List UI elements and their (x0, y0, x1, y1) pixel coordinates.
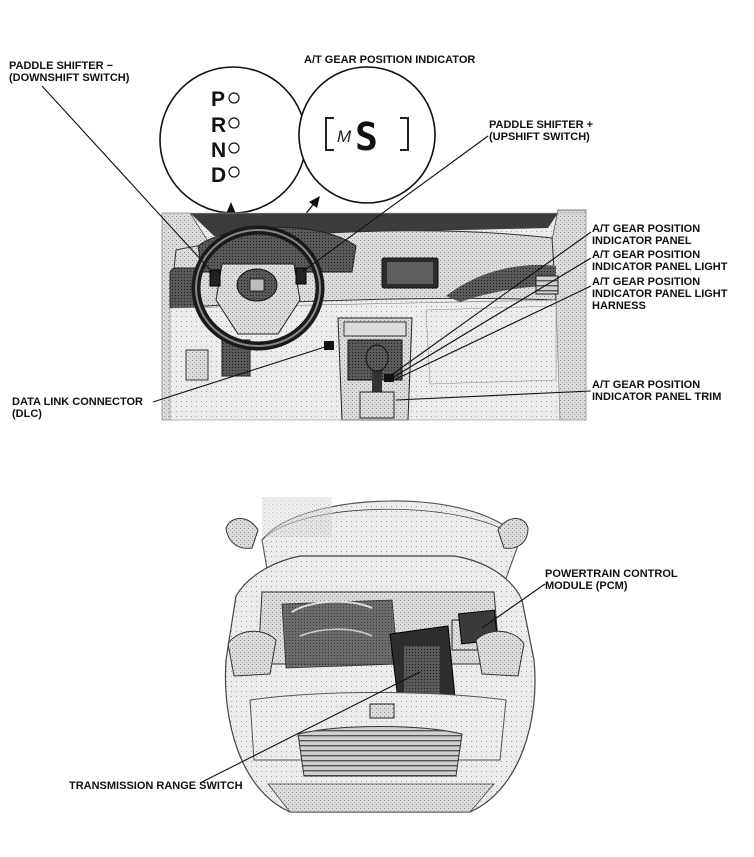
leader-dlc (152, 345, 329, 403)
label-paddle-shifter-plus: PADDLE SHIFTER + (UPSHIFT SWITCH) (489, 119, 594, 143)
leader-panel-harness (393, 285, 592, 381)
leader-trs (199, 671, 421, 784)
paddle-plus-part (295, 267, 307, 285)
label-indicator-panel-trim: A/T GEAR POSITION INDICATOR PANEL TRIM (592, 379, 722, 403)
indicator-lamp-R (228, 117, 240, 129)
display-mode-M: M (337, 127, 352, 146)
label-pcm: POWERTRAIN CONTROL MODULE (PCM) (545, 568, 678, 592)
dlc-part (324, 341, 334, 350)
label-transmission-range-switch: TRANSMISSION RANGE SWITCH (69, 780, 243, 792)
label-data-link-connector: DATA LINK CONNECTOR (DLC) (12, 396, 143, 420)
indicator-lamp-N (228, 142, 240, 154)
leader-indicator-panel (389, 231, 592, 377)
label-paddle-shifter-minus: PADDLE SHIFTER − (DOWNSHIFT SWITCH) (9, 60, 130, 84)
paddle-minus-part (209, 269, 221, 287)
shift-pos-D: D (211, 164, 226, 187)
label-indicator-panel-light: A/T GEAR POSITION INDICATOR PANEL LIGHT (592, 249, 728, 273)
leader-paddle-plus (301, 135, 489, 273)
leader-panel-light (391, 257, 592, 379)
indicator-lamp-P (228, 92, 240, 104)
indicator-panel-part (384, 374, 394, 382)
label-indicator-panel-light-harness: A/T GEAR POSITION INDICATOR PANEL LIGHT … (592, 276, 728, 312)
leader-lines (41, 85, 592, 784)
shift-position-circle: P R N D (159, 66, 307, 214)
shift-pos-N: N (211, 139, 226, 162)
leader-panel-trim (395, 390, 592, 401)
leader-paddle-minus (41, 85, 215, 275)
title-gear-position-indicator: A/T GEAR POSITION INDICATOR (304, 54, 476, 66)
shift-pos-P: P (211, 88, 225, 111)
display-gear-S: S (355, 115, 378, 159)
indicator-display-circle: M S (298, 66, 436, 204)
engine-bay-illustration (224, 497, 536, 813)
indicator-lamp-D (228, 166, 240, 178)
leader-pcm (481, 583, 546, 629)
label-indicator-panel: A/T GEAR POSITION INDICATOR PANEL (592, 223, 701, 247)
dashboard-illustration (161, 209, 587, 421)
shift-pos-R: R (211, 114, 226, 137)
